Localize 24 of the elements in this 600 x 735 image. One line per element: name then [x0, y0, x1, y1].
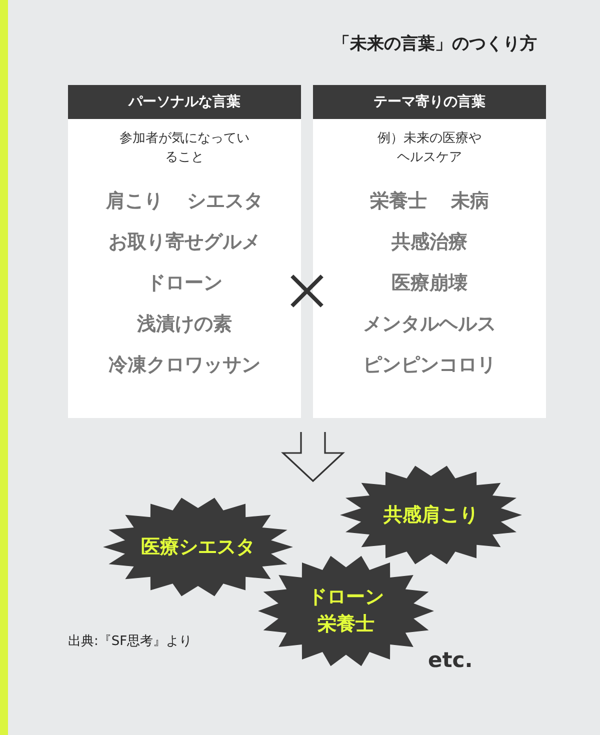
subtitle-text: 参加者が気になっていること: [120, 130, 250, 167]
card-header: パーソナルな言葉: [68, 85, 301, 119]
word-text: 医療崩壊: [392, 272, 468, 294]
card-panel: [68, 85, 301, 418]
card-header: テーマ寄りの言葉: [313, 85, 546, 119]
word-text: ドローン: [146, 272, 222, 294]
title-text: 「未来の言葉」のつくり方: [332, 33, 538, 55]
starburst-text: 医療シエスタ: [141, 534, 255, 560]
subtitle-text: 例）未来の医療やヘルスケア: [376, 130, 482, 167]
source-note: 出典:『SF思考』より: [68, 633, 194, 651]
starburst-text: 共感肩こり: [384, 502, 478, 528]
word-text: お取り寄せグルメ: [108, 231, 260, 253]
word-text: 肩こり: [106, 190, 163, 212]
starburst-text: ドローン栄養士: [307, 585, 385, 637]
word-text: 未病: [451, 190, 489, 212]
word-text: ピンピンコロリ: [363, 354, 496, 376]
card-panel: [313, 85, 546, 418]
word-text: 浅漬けの素: [137, 313, 232, 335]
word-text: シエスタ: [187, 190, 263, 212]
word-text: 栄養士: [370, 190, 427, 212]
word-text: 冷凍クロワッサン: [108, 354, 260, 376]
etc-text: etc.: [428, 648, 473, 672]
word-text: 共感治療: [392, 231, 468, 253]
word-text: メンタルヘルス: [363, 313, 496, 335]
